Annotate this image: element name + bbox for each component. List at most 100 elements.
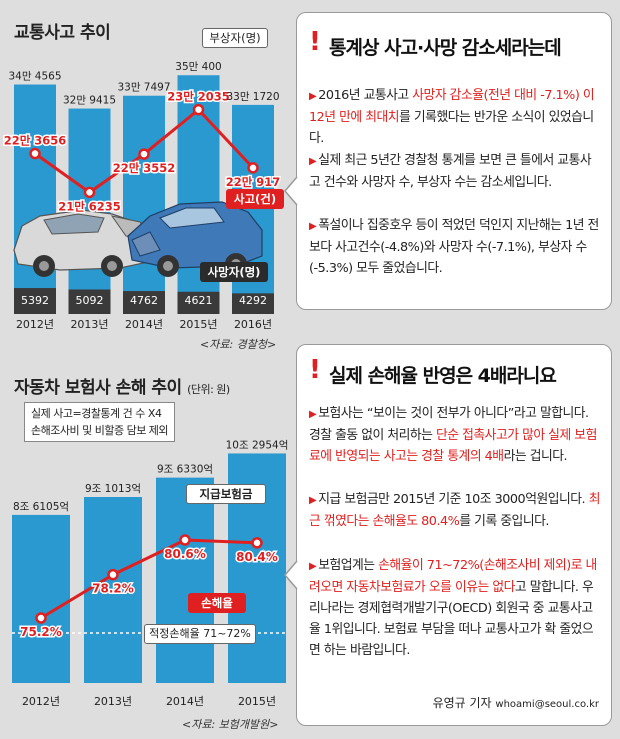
body-text: 고 말합니다. 우리나라는 경제협력개발기구(OECD) 회원국 중 교통사고율… <box>309 580 594 658</box>
deaths-bar <box>123 291 165 314</box>
highlight-text: 사망자 감소율(전년 대비 -7.1%) 이 12년 만에 최대치 <box>309 88 595 125</box>
year-label: 2016년 <box>234 318 272 331</box>
deaths-value-label: 5392 <box>21 294 49 307</box>
deaths-value-label: 4621 <box>185 294 213 307</box>
legend-accidents: 사고(건) <box>226 189 284 209</box>
box1-para-1: ▶2016년 교통사고 사망자 감소율(전년 대비 -7.1%) 이 12년 만… <box>309 85 601 149</box>
injured-value-label: 32만 9415 <box>63 95 116 107</box>
box1-para-2: ▶실제 최근 5년간 경찰청 통계를 보면 큰 틀에서 교통사고 건수와 사망자… <box>309 150 601 193</box>
insurance-loss-title: 자동차 보험사 손해 추이 (단위: 원) <box>14 373 230 398</box>
accidents-point <box>83 186 96 199</box>
box1-para-1-text: 2016년 교통사고 사망자 감소율(전년 대비 -7.1%) 이 12년 만에… <box>309 88 595 146</box>
deaths-value-label: 4292 <box>239 294 267 307</box>
bullet-icon: ▶ <box>309 221 317 232</box>
accidents-point <box>138 148 150 160</box>
highlight-text: 최근 꺾였다는 손해율도 80.4% <box>309 492 600 529</box>
box2-para-3-text: 보험업계는 손해율이 71~72%(손해조사비 제외)로 내려오면 자동차보험료… <box>309 558 597 658</box>
crashed-cars-illustration <box>13 201 263 277</box>
box1-para-3-text: 폭설이나 집중호우 등이 적었던 덕인지 지난해는 1년 전보다 사고건수(-4… <box>309 218 599 276</box>
year-label: 2015년 <box>238 695 276 708</box>
paid-value-label: 9조 6330억 <box>157 464 213 476</box>
injured-value-label: 35만 400 <box>175 61 221 73</box>
injured-bar <box>123 95 165 314</box>
bullet-icon: ▶ <box>309 156 317 167</box>
legend-deaths: 사망자(명) <box>200 262 268 282</box>
year-label: 2014년 <box>125 318 163 331</box>
deaths-value-label: 4762 <box>130 294 158 307</box>
body-text: 라는 겁니다. <box>503 449 568 464</box>
legend-paid: 지급보험금 <box>186 484 266 504</box>
paid-value-label: 8조 6105억 <box>13 501 69 513</box>
highlight-text: 손해율이 71~72%(손해조사비 제외)로 내려오면 자동차보험료가 오를 이… <box>309 558 597 595</box>
insurance-loss-title-text: 자동차 보험사 손해 추이 <box>14 378 182 398</box>
injured-value-label: 33만 7497 <box>117 82 170 94</box>
loss-ratio-value-label: 78.2% <box>92 582 134 596</box>
byline-name: 유영규 기자 <box>432 696 492 710</box>
note-line-2: 손해조사비 및 비할증 담보 제외 <box>31 424 169 437</box>
byline-email: whoami@seoul.co.kr <box>495 699 599 710</box>
bullet-icon: ▶ <box>309 495 317 506</box>
accidents-value-label: 22만 3552 <box>113 161 176 175</box>
body-text: 를 기록했다는 반가운 소식이 있었습니다. <box>309 110 594 146</box>
year-label: 2015년 <box>179 318 217 331</box>
deaths-bar <box>177 291 220 314</box>
deaths-value-label: 5092 <box>76 294 104 307</box>
loss-ratio-point <box>251 537 263 549</box>
legend-loss-ratio: 손해율 <box>188 593 246 613</box>
year-label: 2014년 <box>166 695 204 708</box>
accidents-value-label: 22만 917 <box>226 175 281 189</box>
year-label: 2012년 <box>22 695 60 708</box>
loss-ratio-point <box>35 612 47 624</box>
highlight-text: 단순 접촉사고가 많아 실제 보험료에 반영되는 사고는 경찰 통계의 4배 <box>309 428 597 464</box>
injured-value-label: 33만 1720 <box>226 91 279 103</box>
loss-ratio-value-label: 75.2% <box>20 625 62 639</box>
deaths-bar <box>14 288 56 314</box>
legend-proper-loss: 적정손해율 71~72% <box>144 624 256 644</box>
paid-bar <box>84 496 142 683</box>
accidents-point <box>29 147 41 160</box>
body-text: 보험사는 “보이는 것이 전부가 아니다”라고 말합니다. 경찰 출동 없이 처… <box>309 406 589 443</box>
insurance-source: <자료: 보험개발원> <box>182 718 279 731</box>
bullet-icon: ▶ <box>309 561 317 572</box>
year-label: 2013년 <box>70 318 108 331</box>
loss-ratio-point <box>179 534 191 546</box>
accidents-value-label: 22만 3656 <box>4 134 67 148</box>
injured-value-label: 34만 4565 <box>8 71 61 83</box>
loss-ratio-value-label: 80.6% <box>164 547 206 561</box>
box2-para-1-text: 보험사는 “보이는 것이 전부가 아니다”라고 말합니다. 경찰 출동 없이 처… <box>309 406 597 464</box>
bullet-icon: ▶ <box>309 91 317 102</box>
accidents-value-label: 23만 2035 <box>167 90 230 104</box>
insurance-unit: (단위: 원) <box>187 383 230 396</box>
accident-source: <자료: 경찰청> <box>200 338 277 351</box>
paid-bar <box>12 514 70 683</box>
loss-ratio-line <box>40 538 258 620</box>
note-line-1: 실제 사고=경찰통계 건 수 X4 <box>31 407 162 420</box>
paid-value-label: 9조 1013억 <box>85 483 141 495</box>
box2-para-1: ▶보험사는 “보이는 것이 전부가 아니다”라고 말합니다. 경찰 출동 없이 … <box>309 403 601 467</box>
box1-para-2-text: 실제 최근 5년간 경찰청 통계를 보면 큰 틀에서 교통사고 건수와 사망자 … <box>309 153 592 190</box>
body-text: 보험업계는 <box>318 558 379 573</box>
accidents-value-label: 21만 6235 <box>58 199 121 213</box>
deaths-bar <box>68 289 111 314</box>
box2-para-2: ▶지급 보험금만 2015년 기준 10조 3000억원입니다. 최근 꺾였다는… <box>309 489 601 532</box>
loss-ratio-point <box>107 568 119 581</box>
exclamation-icon: ! <box>309 27 321 57</box>
story-box-2: ! 실제 손해율 반영은 4배라니요 ▶보험사는 “보이는 것이 전부가 아니다… <box>296 344 612 726</box>
exclamation-icon: ! <box>309 355 321 385</box>
year-label: 2013년 <box>94 695 132 708</box>
body-text: 지급 보험금만 2015년 기준 10조 3000억원입니다. <box>318 492 589 507</box>
speech-tail-2 <box>284 560 298 590</box>
accidents-point <box>247 162 259 174</box>
body-text: 2016년 교통사고 <box>318 88 413 103</box>
box1-title: 통계상 사고·사망 감소세라는데 <box>329 37 562 59</box>
paid-bar <box>156 477 214 683</box>
legend-injured: 부상자(명) <box>202 28 268 48</box>
speech-tail-1 <box>284 176 298 206</box>
accident-trend-chart: 5392 5092 4762 4621 4292 22만 3656 21만 6235 22만… <box>2 61 282 331</box>
story-box-1: ! 통계상 사고·사망 감소세라는데 ▶2016년 교통사고 사망자 감소율(전… <box>296 12 612 310</box>
box2-title: 실제 손해율 반영은 4배라니요 <box>329 365 557 387</box>
deaths-bar <box>232 293 274 314</box>
body-text: 를 기록 중입니다. <box>459 514 549 529</box>
box2-para-2-text: 지급 보험금만 2015년 기준 10조 3000억원입니다. 최근 꺾였다는 … <box>309 492 600 529</box>
accidents-point <box>192 103 205 116</box>
